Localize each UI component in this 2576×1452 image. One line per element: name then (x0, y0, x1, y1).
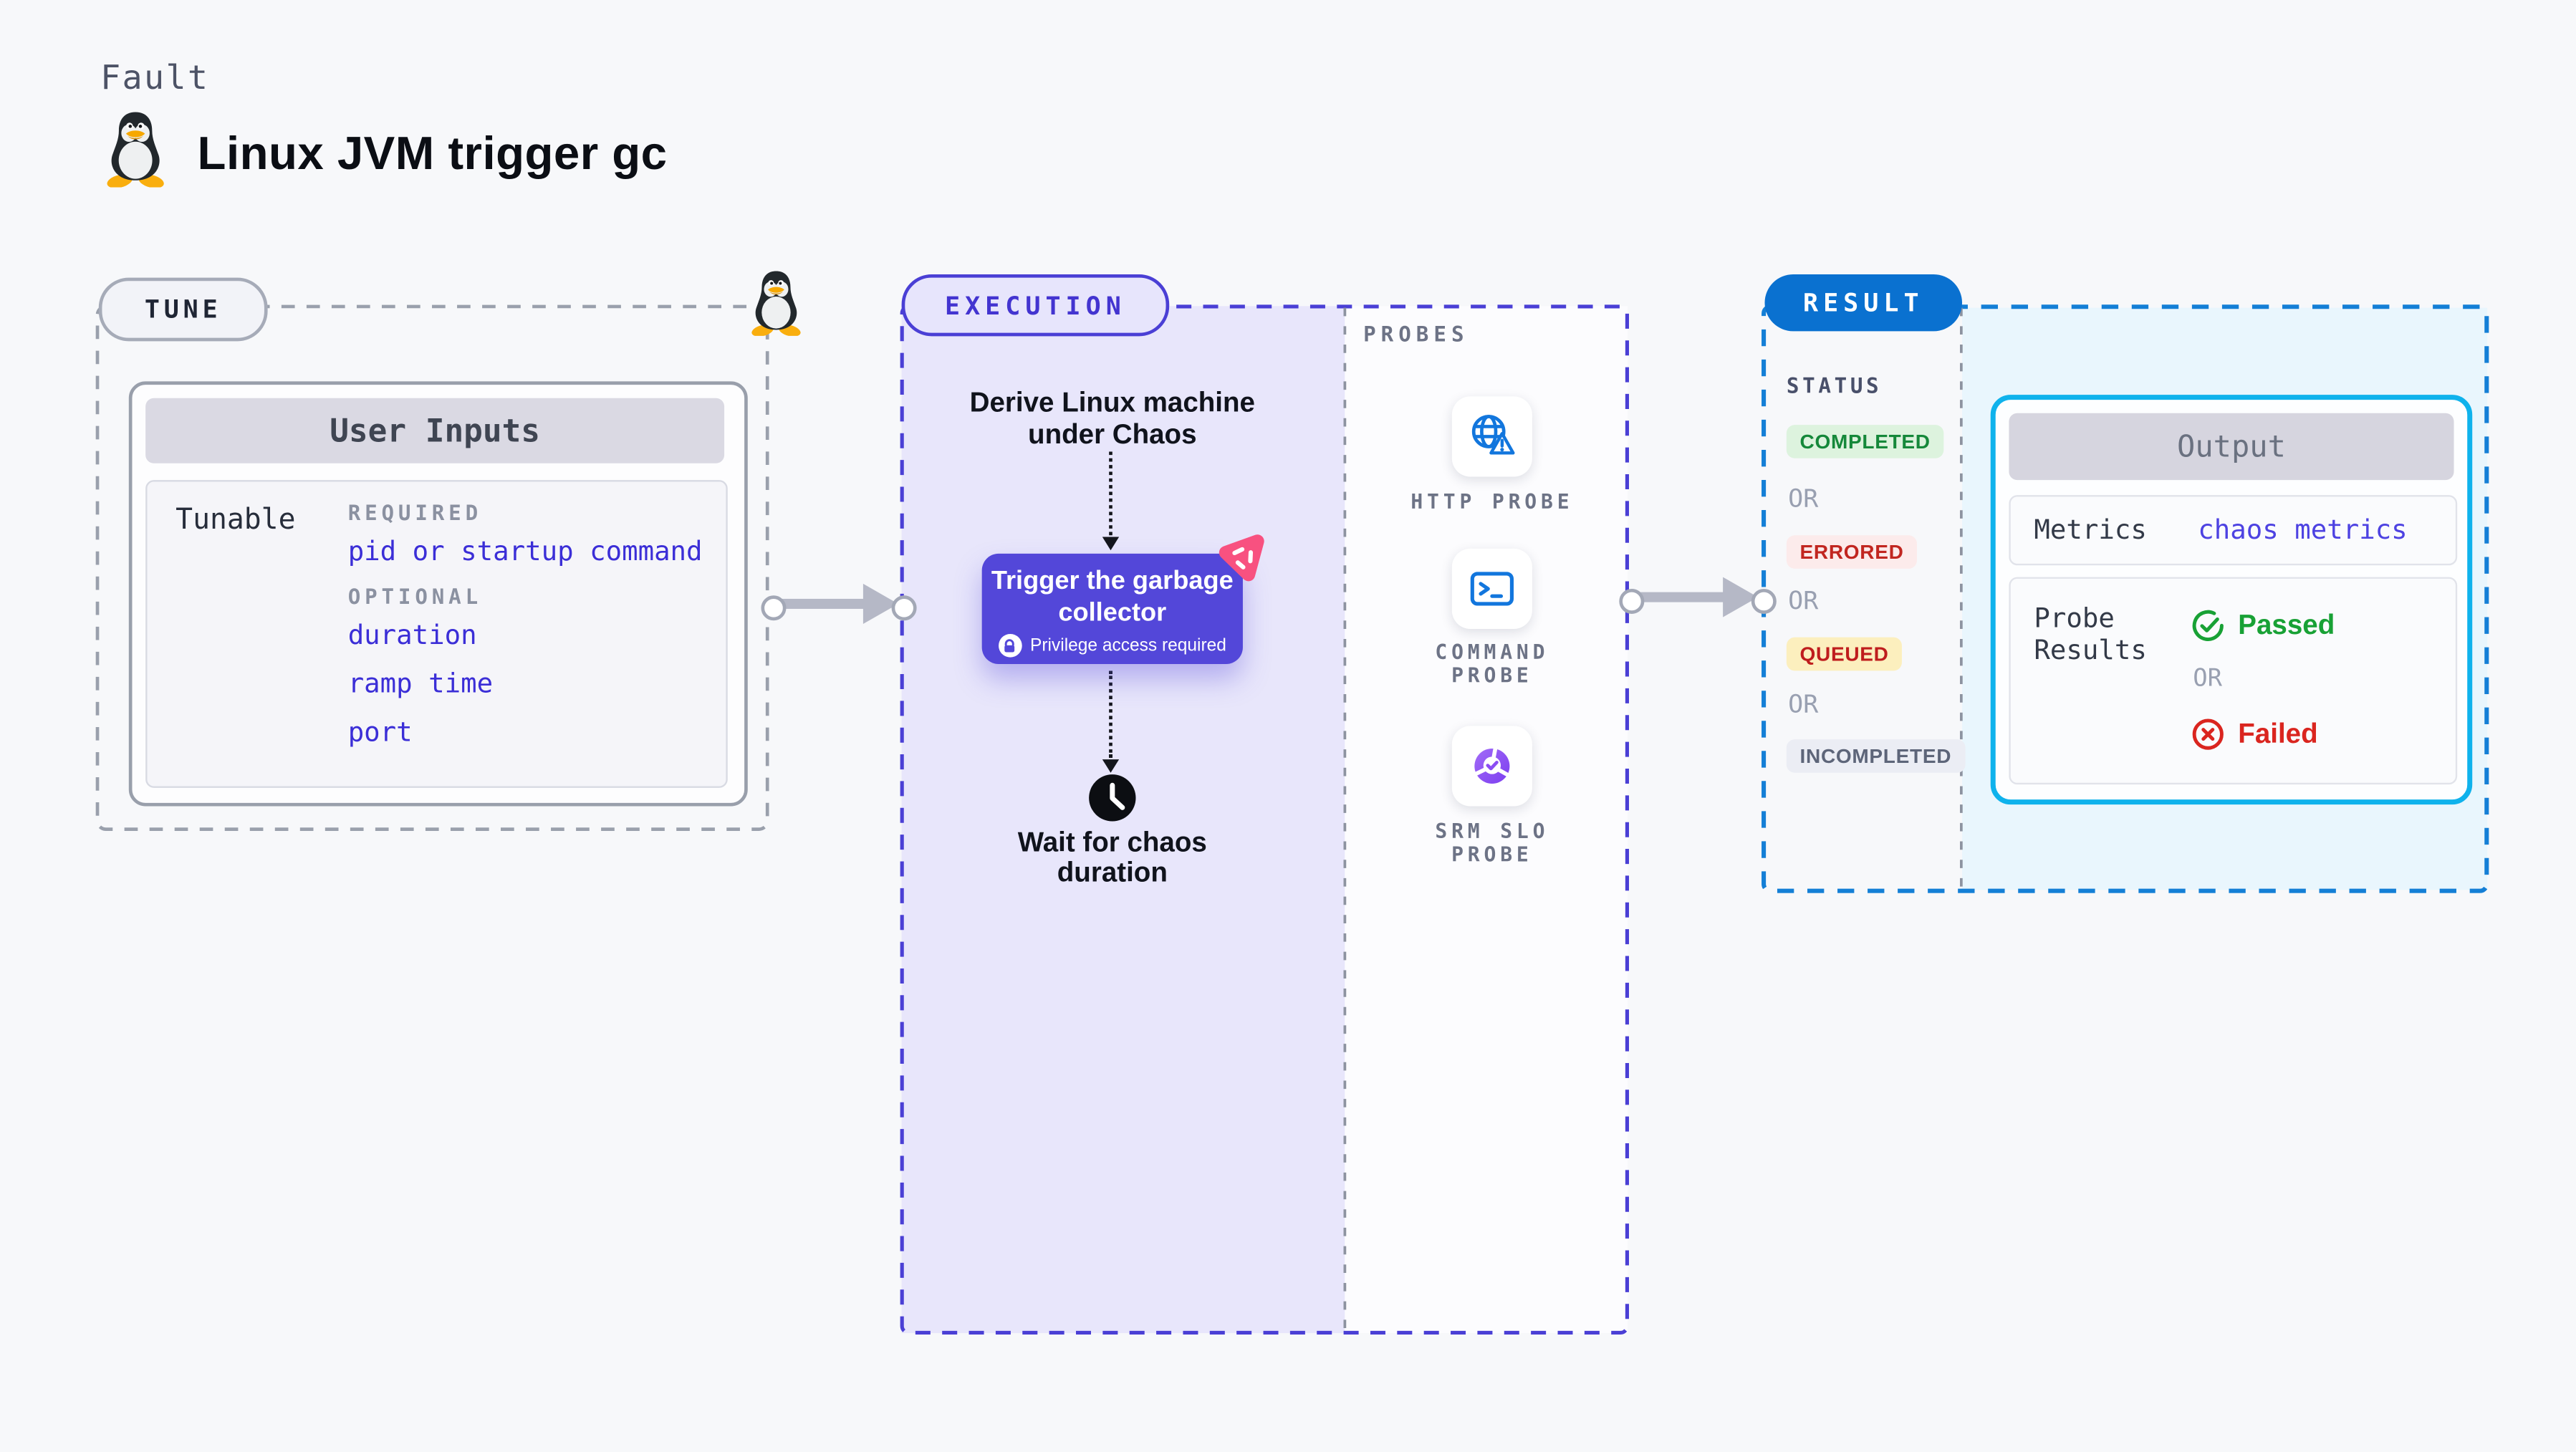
trigger-gc-action-title: Trigger the garbage collector (991, 567, 1234, 627)
x-circle-icon (2192, 718, 2224, 750)
optional-label: OPTIONAL (347, 583, 483, 609)
fault-eyebrow: Fault (100, 57, 210, 97)
probe-results-row: Probe Results Passed OR Failed (2009, 577, 2458, 785)
command-probe-label: COMMAND PROBE (1435, 640, 1549, 687)
connector-execution-result (1635, 592, 1725, 602)
passed-label: Passed (2238, 610, 2335, 640)
metrics-label: Metrics (2034, 513, 2147, 546)
privilege-note-text: Privilege access required (1030, 635, 1226, 656)
status-badge-queued: QUEUED (1786, 637, 1903, 671)
user-inputs-title: User Inputs (145, 398, 725, 463)
connector-dot-execution-in (891, 595, 917, 621)
check-circle-icon (2192, 610, 2224, 641)
input-pid-or-startup-command[interactable]: pid or startup command (347, 535, 703, 567)
failed-label: Failed (2238, 718, 2318, 749)
output-card: Output Metrics chaos metrics Probe Resul… (1990, 395, 2473, 805)
execution-stage-badge: EXECUTION (901, 274, 1170, 337)
page-title: Linux JVM trigger gc (197, 127, 668, 179)
output-title: Output (2009, 413, 2454, 481)
wait-step-label: Wait for chaos duration (1017, 827, 1207, 888)
srm-slo-probe-label: SRM SLO PROBE (1435, 819, 1549, 866)
metrics-row: Metrics chaos metrics (2009, 495, 2458, 566)
terminal-icon (1470, 572, 1514, 606)
probes-heading: PROBES (1363, 321, 1469, 347)
tunable-label: Tunable (176, 503, 296, 537)
tunable-section: Tunable REQUIRED pid or startup command … (145, 480, 728, 788)
probe-result-passed: Passed (2191, 609, 2335, 643)
tune-stage-badge: TUNE (98, 277, 268, 342)
user-inputs-card: User Inputs Tunable REQUIRED pid or star… (128, 381, 748, 807)
http-probe-card[interactable] (1451, 396, 1532, 477)
srm-slo-probe-card[interactable] (1451, 726, 1532, 807)
input-ramp-time[interactable]: ramp time (347, 667, 494, 700)
metrics-value-link[interactable]: chaos metrics (2198, 513, 2408, 546)
status-badge-incompleted: INCOMPLETED (1786, 739, 1965, 773)
result-stage-badge: RESULT (1764, 274, 1963, 332)
status-or-1: OR (1788, 483, 1819, 514)
slo-donut-check-icon (1474, 747, 1510, 784)
linux-tux-icon (100, 110, 170, 187)
derive-step-label: Derive Linux machine under Chaos (969, 388, 1255, 449)
flow-dotted-arrowhead-1 (1101, 537, 1118, 551)
status-or-2: OR (1788, 585, 1819, 616)
flow-dotted-arrowhead-2 (1101, 759, 1118, 773)
status-or-3: OR (1788, 689, 1819, 720)
status-badge-errored: ERRORED (1786, 535, 1918, 569)
privilege-note: Privilege access required (982, 633, 1243, 658)
connector-dot-result-in (1751, 588, 1777, 614)
probe-result-failed: Failed (2191, 718, 2318, 751)
status-badge-completed: COMPLETED (1786, 425, 1944, 458)
globe-alert-icon (1471, 415, 1515, 455)
linux-tux-corner-icon (746, 269, 806, 336)
trigger-gc-action-node[interactable]: Trigger the garbage collector Privilege … (981, 553, 1243, 665)
flow-dotted-line-1 (1109, 451, 1112, 536)
probe-results-or: OR (2193, 665, 2223, 693)
connector-dot-tune (761, 595, 787, 621)
input-port[interactable]: port (347, 716, 413, 748)
probe-results-label: Probe Results (2034, 602, 2147, 666)
input-duration[interactable]: duration (347, 618, 477, 651)
connector-tune-execution (777, 598, 865, 609)
command-probe-card[interactable] (1451, 548, 1532, 629)
connector-dot-execution-out (1619, 588, 1645, 614)
required-label: REQUIRED (347, 500, 483, 526)
lock-icon (998, 633, 1022, 658)
clock-icon (1089, 774, 1136, 822)
status-heading: STATUS (1786, 372, 1883, 398)
flow-dotted-line-2 (1109, 670, 1112, 758)
http-probe-label: HTTP PROBE (1410, 490, 1574, 514)
